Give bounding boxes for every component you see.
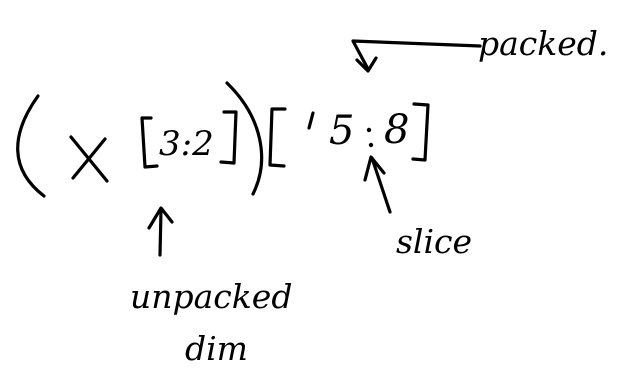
packed-start-text: 5 xyxy=(329,108,354,154)
packed-end-text: 8 xyxy=(384,107,409,153)
slice-arrow-shaft xyxy=(370,156,392,214)
packed-colon-dot-top xyxy=(366,127,372,133)
left-bracket-open xyxy=(140,116,159,169)
unpacked-slice-text: 3:2 xyxy=(159,124,214,164)
open-paren-stroke xyxy=(16,94,46,198)
slice-label: slice xyxy=(396,222,472,261)
x-stroke-2 xyxy=(71,137,107,180)
unpacked-label-line1: unpacked xyxy=(130,277,292,316)
close-paren-stroke xyxy=(225,81,264,196)
packed-label: packed. xyxy=(478,24,608,63)
right-bracket-open xyxy=(268,107,287,168)
packed-prefix-tick xyxy=(307,111,315,130)
right-bracket-close xyxy=(411,102,430,162)
left-bracket-close xyxy=(219,110,238,165)
slice-arrow-head xyxy=(363,155,386,182)
unpacked-arrow-head xyxy=(147,206,174,230)
unpacked-label-line2: dim xyxy=(185,329,248,368)
packed-arrow-line xyxy=(351,39,482,71)
packed-arrow-head xyxy=(355,56,378,73)
unpacked-arrow-shaft xyxy=(158,208,163,257)
packed-colon-dot-bottom xyxy=(368,142,374,148)
